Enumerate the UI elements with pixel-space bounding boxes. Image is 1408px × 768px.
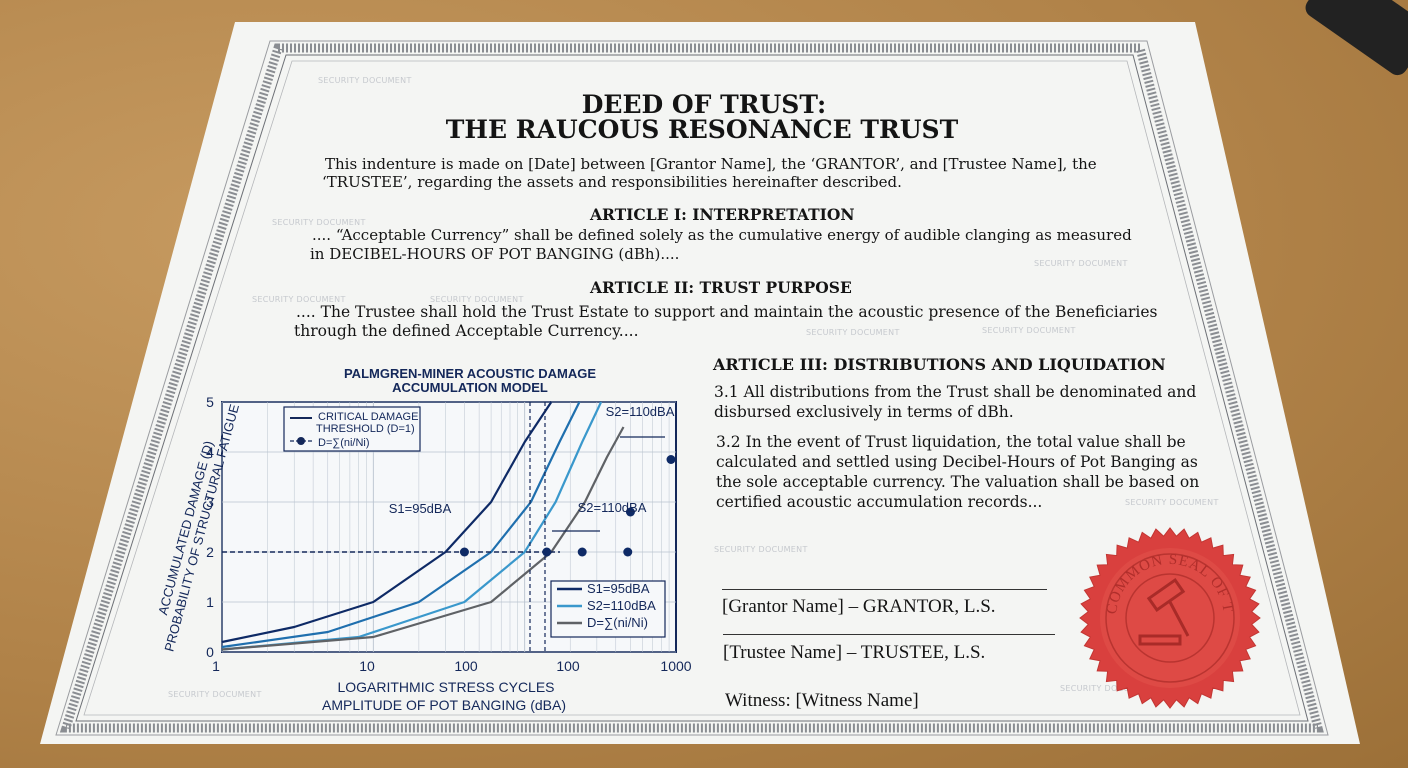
- watermark: SECURITY DOCUMENT: [430, 295, 524, 304]
- legend-top-entry: CRITICAL DAMAGE: [318, 411, 418, 423]
- clause-3-1-line2: disbursed exclusively in terms of dBh.: [714, 403, 1014, 421]
- trustee-signature-label: [Trustee Name] – TRUSTEE, L.S.: [723, 642, 986, 663]
- y-tick-label: 4: [206, 444, 214, 460]
- data-marker: [577, 547, 587, 557]
- legend-bottom-box: [550, 580, 666, 638]
- trustee-signature-line: [723, 634, 1055, 635]
- intro-line2: ‘TRUSTEE’, regarding the assets and resp…: [322, 173, 902, 191]
- legend-top-entry: D=∑(ni/Ni): [318, 437, 370, 449]
- y-tick-label: 0: [206, 644, 214, 660]
- data-marker: [666, 455, 676, 464]
- grantor-signature-label: [Grantor Name] – GRANTOR, L.S.: [722, 596, 996, 617]
- y-tick-label: 1: [206, 594, 214, 610]
- legend-top-entry: THRESHOLD (D=1): [316, 423, 415, 435]
- legend-top-box: [283, 406, 421, 452]
- article1-line1: .... “Acceptable Currency” shall be defi…: [312, 226, 1132, 244]
- x-tick-label: 10: [359, 658, 375, 674]
- data-marker: [459, 547, 469, 557]
- clause-3-2-line4: certified acoustic accumulation records.…: [716, 493, 1043, 511]
- intro-line1: This indenture is made on [Date] between…: [325, 155, 1097, 173]
- article1-line2: in DECIBEL-HOURS OF POT BANGING (dBh)...…: [310, 245, 680, 263]
- series-annotation: S2=110dBA: [578, 500, 647, 515]
- watermark: SECURITY DOCUMENT: [982, 326, 1076, 335]
- watermark: SECURITY DOCUMENT: [318, 76, 412, 85]
- grantor-signature-line: [722, 589, 1047, 590]
- legend-bottom-entry: D=∑(ni/Ni): [587, 615, 648, 630]
- watermark: SECURITY DOCUMENT: [1125, 498, 1219, 507]
- watermark: SECURITY DOCUMENT: [272, 218, 366, 227]
- clause-3-1-line1: 3.1 All distributions from the Trust sha…: [714, 383, 1197, 401]
- watermark: SECURITY DOCUMENT: [806, 328, 900, 337]
- data-marker: [542, 547, 552, 557]
- document-title-line1: DEED OF TRUST:: [581, 90, 827, 119]
- watermark: SECURITY DOCUMENT: [714, 545, 808, 554]
- x-axis-label-line1: LOGARITHMIC STRESS CYCLES: [337, 679, 554, 695]
- y-tick-label: 3: [206, 494, 214, 510]
- article2-line1: .... The Trustee shall hold the Trust Es…: [296, 303, 1158, 321]
- clause-3-2-line2: calculated and settled using Decibel-Hou…: [716, 453, 1198, 471]
- article3-heading: ARTICLE III: DISTRIBUTIONS AND LIQUIDATI…: [713, 355, 1166, 374]
- chart-title-line1: PALMGREN-MINER ACOUSTIC DAMAGE: [344, 366, 596, 381]
- chart-title-line2: ACCUMULATION MODEL: [392, 380, 548, 395]
- x-tick-label: 1000: [660, 658, 691, 674]
- series-annotation: S1=95dBA: [389, 501, 452, 516]
- data-marker: [623, 547, 633, 557]
- series-line: [221, 401, 553, 644]
- series-line: [221, 401, 581, 649]
- article2-line2: through the defined Acceptable Currency.…: [294, 322, 639, 340]
- x-axis-label-line2: AMPLITUDE OF POT BANGING (dBA): [322, 697, 566, 713]
- x-tick-label: 100: [556, 658, 580, 674]
- series-line: [221, 401, 603, 651]
- gavel-icon: [1138, 577, 1190, 646]
- legend-bottom-entry: S2=110dBA: [587, 598, 656, 613]
- watermark: SECURITY DOCUMENT: [252, 295, 346, 304]
- witness-label: Witness: [Witness Name]: [725, 690, 919, 711]
- document-title-line2: THE RAUCOUS RESONANCE TRUST: [445, 115, 959, 144]
- y-tick-label: 2: [206, 544, 214, 560]
- article1-heading: ARTICLE I: INTERPRETATION: [590, 205, 855, 224]
- watermark: SECURITY DOCUMENT: [1060, 684, 1154, 693]
- x-tick-label: 100: [454, 658, 478, 674]
- series-annotation: S2=110dBA: [606, 404, 675, 419]
- clause-3-2-line1: 3.2 In the event of Trust liquidation, t…: [716, 433, 1186, 451]
- watermark: SECURITY DOCUMENT: [168, 690, 262, 699]
- clause-3-2-line3: the sole acceptable currency. The valuat…: [716, 473, 1200, 491]
- article2-heading: ARTICLE II: TRUST PURPOSE: [590, 278, 852, 297]
- watermark: SECURITY DOCUMENT: [1034, 259, 1128, 268]
- common-seal: COMMON SEAL OF THE TRUST: [1078, 526, 1261, 709]
- legend-bottom-entry: S1=95dBA: [587, 581, 650, 596]
- y-tick-label: 5: [206, 394, 214, 410]
- data-marker: [625, 507, 635, 517]
- x-tick-label: 1: [212, 658, 220, 674]
- legend-swatch: [297, 437, 305, 445]
